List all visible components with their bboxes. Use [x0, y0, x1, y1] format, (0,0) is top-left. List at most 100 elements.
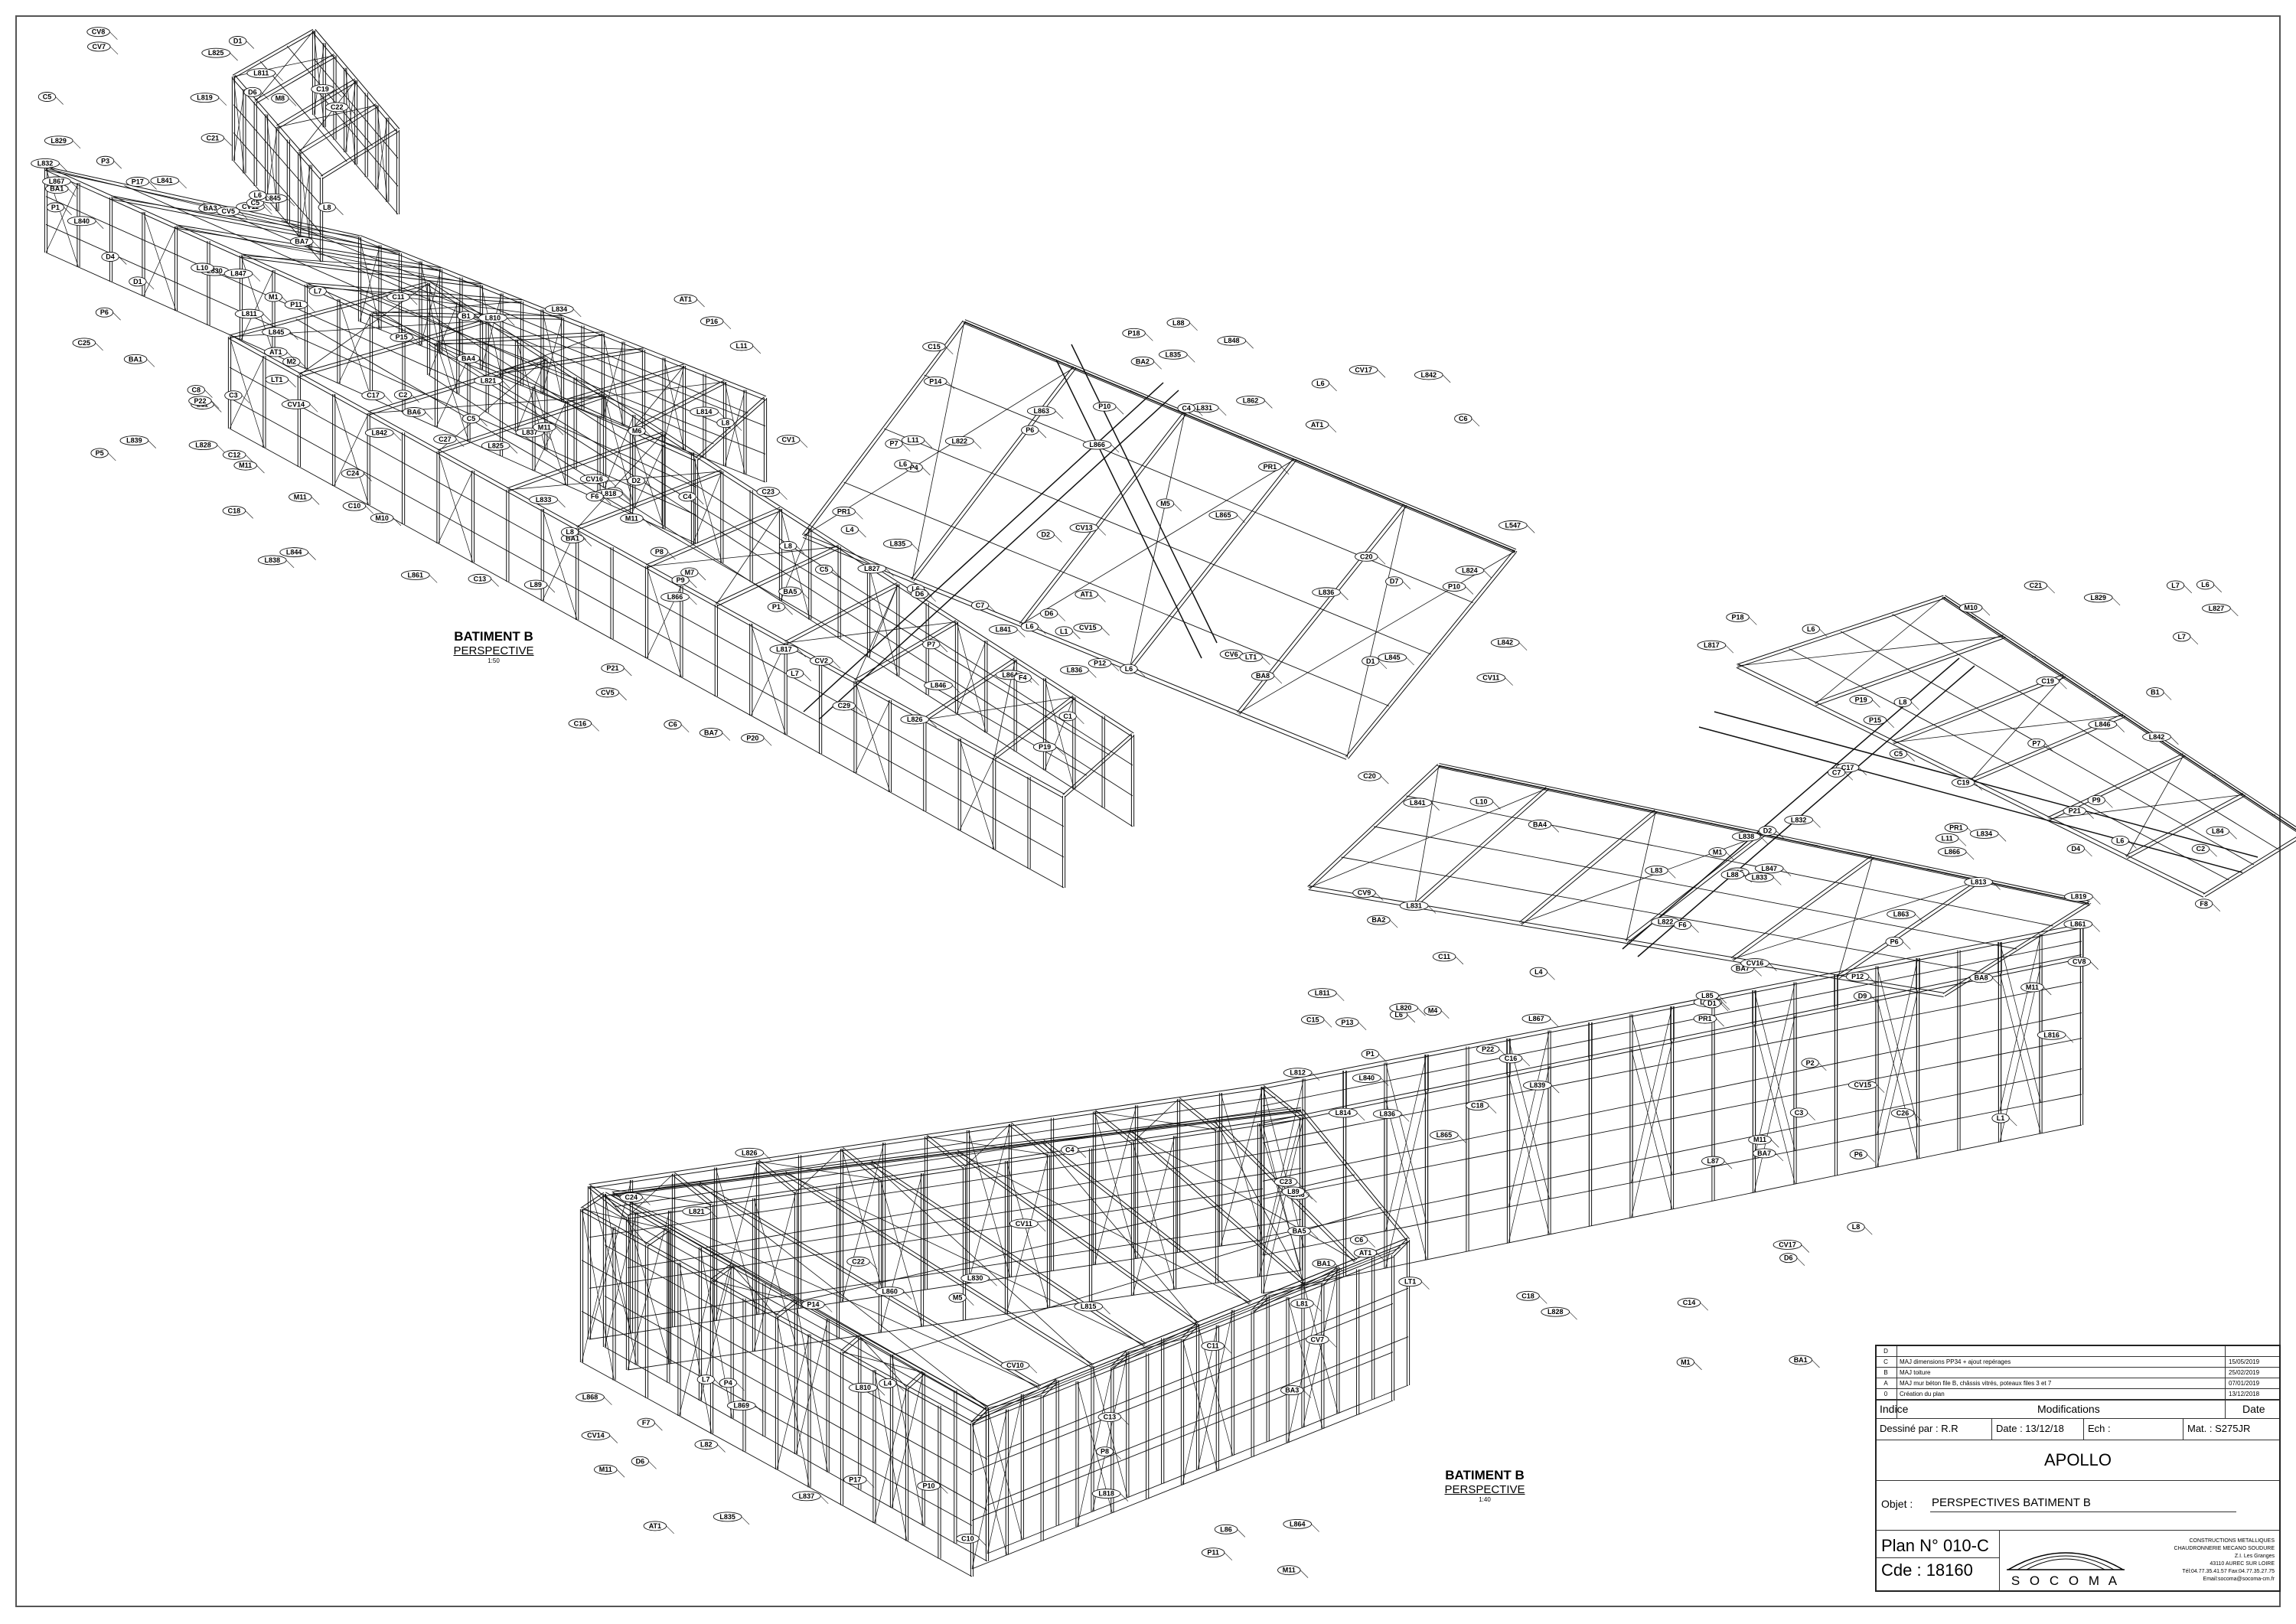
plan-number: Plan N° 010-C [1881, 1536, 1989, 1555]
logo-text: S O C O M A [2011, 1573, 2120, 1588]
part-tag: C11 [386, 292, 418, 305]
svg-text:C15: C15 [928, 343, 941, 351]
part-tag: L821 [474, 375, 510, 389]
part-tag: L848 [1217, 335, 1254, 349]
part-tag: CV17 [1773, 1240, 1810, 1253]
part-tag: M6 [628, 426, 654, 439]
part-tag: M5 [948, 1293, 974, 1306]
svg-text:L830: L830 [207, 267, 223, 275]
svg-text:L847: L847 [1761, 865, 1777, 872]
svg-text:L828: L828 [195, 442, 211, 449]
svg-text:L842: L842 [2149, 733, 2165, 741]
svg-text:M5: M5 [953, 1294, 963, 1302]
svg-text:P22: P22 [1482, 1045, 1494, 1053]
part-tag: P7 [922, 639, 948, 653]
svg-text:PR1: PR1 [837, 507, 851, 515]
svg-text:L836: L836 [1319, 589, 1335, 596]
header-modifications: Modifications [2037, 1403, 2100, 1415]
part-tag: C6 [1454, 413, 1480, 427]
part-tag: P9 [671, 575, 697, 589]
part-tag: P13 [1336, 1017, 1367, 1030]
part-tag: P12 [1088, 658, 1120, 671]
part-tag: L835 [713, 1511, 750, 1525]
part-tag: C2 [393, 390, 419, 403]
part-tag: L86 [1214, 1524, 1246, 1538]
svg-text:C4: C4 [1182, 404, 1191, 412]
svg-text:L812: L812 [1290, 1069, 1306, 1077]
part-tag: C22 [325, 102, 357, 116]
svg-text:L1: L1 [1060, 628, 1068, 635]
svg-text:CV15: CV15 [1854, 1081, 1871, 1089]
svg-text:D2: D2 [1763, 827, 1773, 835]
svg-text:L8: L8 [1899, 698, 1907, 706]
part-tag: M2 [282, 357, 308, 370]
company-line: CONSTRUCTIONS METALLIQUES [2189, 1538, 2275, 1544]
svg-text:L831: L831 [1197, 404, 1213, 412]
part-tag: LT1 [265, 374, 296, 388]
svg-text:L869: L869 [734, 1402, 750, 1410]
part-tag: L819 [190, 93, 227, 106]
project-name: APOLLO [2043, 1450, 2112, 1469]
svg-text:L833: L833 [1752, 873, 1768, 881]
svg-text:L822: L822 [1658, 918, 1674, 925]
svg-text:D6: D6 [1045, 609, 1054, 617]
part-tag: C13 [1097, 1412, 1129, 1425]
part-tag: CV5 [216, 206, 248, 220]
part-tag: L814 [690, 406, 726, 420]
part-tag: P7 [2027, 738, 2053, 752]
svg-text:P15: P15 [396, 334, 408, 341]
part-tag: AT1 [264, 347, 295, 360]
svg-text:L810: L810 [855, 1384, 871, 1391]
svg-text:C14: C14 [1683, 1299, 1696, 1306]
svg-text:L865: L865 [1437, 1131, 1453, 1139]
svg-text:C6: C6 [1355, 1236, 1364, 1244]
part-tag: L844 [279, 547, 316, 560]
part-tag: L811 [246, 68, 283, 81]
part-tag: P21 [601, 663, 632, 677]
svg-text:L835: L835 [1166, 351, 1182, 358]
mod-date: 15/05/2019 [2229, 1358, 2260, 1365]
svg-text:P15: P15 [1869, 716, 1881, 724]
svg-text:P12: P12 [1851, 973, 1864, 980]
svg-text:L826: L826 [742, 1149, 758, 1156]
svg-text:P1: P1 [772, 603, 781, 611]
modification-row: A MAJ mur béton file B, châssis vitrés, … [1877, 1378, 2279, 1389]
part-tag: L10 [191, 263, 222, 276]
svg-text:L818: L818 [601, 490, 617, 497]
part-tag: CV8 [2067, 957, 2099, 970]
svg-text:P17: P17 [849, 1476, 861, 1483]
part-tag: L6 [1020, 621, 1046, 634]
part-tag: M10 [1958, 602, 1991, 616]
part-tag: L864 [1283, 1518, 1319, 1532]
part-tag: C15 [1300, 1014, 1332, 1028]
svg-text:M1: M1 [269, 293, 279, 301]
svg-text:L833: L833 [536, 496, 552, 504]
svg-text:P6: P6 [100, 308, 109, 316]
part-tag: L834 [545, 304, 582, 318]
part-tag: L867 [42, 176, 79, 190]
part-tag: P17 [126, 177, 157, 190]
part-tag: BA2 [1367, 915, 1398, 928]
svg-text:LT1: LT1 [1404, 1278, 1416, 1286]
svg-text:L867: L867 [1528, 1015, 1544, 1022]
svg-text:L814: L814 [1336, 1109, 1352, 1117]
company-info: CONSTRUCTIONS METALLIQUES CHAUDRONNERIE … [2174, 1538, 2275, 1583]
part-tag: L827 [857, 563, 894, 577]
part-tag: D6 [1779, 1253, 1805, 1266]
svg-text:L88: L88 [1172, 319, 1185, 327]
svg-text:L832: L832 [1791, 816, 1807, 823]
svg-text:P9: P9 [677, 576, 685, 584]
svg-text:P11: P11 [290, 301, 302, 308]
svg-text:L6: L6 [1316, 380, 1325, 387]
part-tag: C5 [461, 413, 488, 427]
svg-text:CV11: CV11 [1482, 674, 1499, 682]
view-title-top: BATIMENT B PERSPECTIVE 1:50 [429, 629, 559, 664]
part-tag: CV14 [581, 1430, 618, 1443]
svg-text:L829: L829 [51, 137, 67, 145]
part-tag: C20 [1355, 551, 1386, 565]
part-tag: P22 [1476, 1044, 1508, 1058]
svg-text:P3: P3 [101, 157, 109, 165]
part-tag: AT1 [673, 294, 705, 308]
part-tag: P21 [2063, 806, 2094, 819]
svg-text:CV11: CV11 [1016, 1220, 1032, 1228]
